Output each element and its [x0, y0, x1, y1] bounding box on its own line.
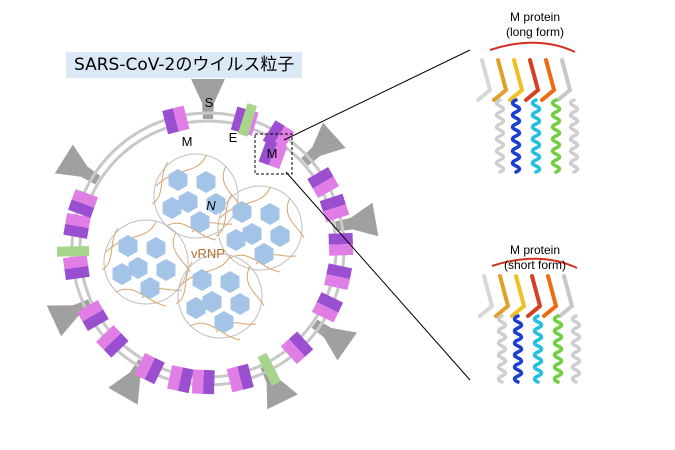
nucleocapsid-label: N: [206, 198, 216, 213]
nucleocapsid-protein: [230, 293, 250, 315]
long-form-title-line2: (long form): [505, 25, 564, 39]
m-protein: [67, 189, 99, 218]
nucleocapsid-protein: [186, 297, 206, 319]
zoom-box: [254, 133, 293, 175]
m-protein: [324, 263, 353, 290]
m-protein-long-structure: [476, 41, 580, 174]
nucleocapsid-protein: [128, 257, 148, 279]
long-form-title-line1: M protein: [509, 10, 561, 24]
membrane-label: M: [181, 134, 193, 149]
spike-proteins: [46, 79, 379, 410]
nucleocapsid-protein: [192, 269, 212, 291]
spike-protein: [191, 79, 225, 119]
m-protein: [63, 212, 91, 239]
m-protein: [167, 365, 194, 394]
nucleocapsid-protein: [202, 291, 222, 313]
vrnp-complexes: [101, 153, 305, 341]
e-protein: [257, 352, 282, 386]
m-protein: [191, 369, 215, 395]
nucleocapsid-protein: [220, 271, 240, 293]
nucleocapsid-protein: [214, 311, 234, 333]
m-protein: [307, 166, 340, 199]
spike-protein: [54, 144, 101, 185]
e-proteins: [56, 103, 282, 386]
connector-line-top: [283, 49, 471, 141]
long-form-title: M protein (long form): [490, 10, 580, 40]
m-protein: [162, 105, 190, 135]
vrnp-label: vRNP: [191, 246, 225, 261]
e-protein: [56, 246, 90, 257]
m-protein: [76, 299, 109, 332]
diagram-title: SARS-CoV-2のウイルス粒子: [66, 52, 303, 78]
vrnp-complex: [215, 185, 305, 273]
nucleocapsid-protein: [206, 193, 226, 215]
short-form-title-line1: M protein: [509, 243, 561, 257]
envelope-label: E: [228, 130, 238, 145]
nucleocapsid-protein: [196, 171, 216, 193]
short-form-title: M protein (short form): [487, 243, 583, 273]
m-protein-zoomed: [258, 138, 288, 170]
m-protein: [328, 232, 354, 256]
vrnp-complex: [101, 219, 191, 307]
nucleocapsid-protein: [112, 263, 132, 285]
nucleocapsid-protein: [270, 225, 290, 247]
nucleocapsid-protein: [242, 223, 262, 245]
spike-protein: [46, 299, 93, 337]
m-proteins: [62, 105, 354, 395]
connector-line-bottom: [285, 171, 471, 381]
membrane-zoom-label: M: [266, 146, 278, 161]
vrnp-complex: [175, 253, 265, 341]
nucleocapsid-protein: [178, 191, 198, 213]
m-protein: [280, 331, 314, 365]
spike-protein: [335, 202, 379, 237]
nucleocapsid-protein: [226, 229, 246, 251]
m-protein: [311, 292, 344, 323]
nucleocapsid-protein: [232, 201, 252, 223]
nucleocapsid-protein: [146, 237, 166, 259]
nucleocapsid-protein: [190, 211, 210, 233]
e-protein: [238, 103, 257, 137]
spike-protein: [311, 319, 358, 361]
nucleocapsid-protein: [118, 235, 138, 257]
nucleocapsid-protein: [156, 259, 176, 281]
nucleocapsid-protein: [140, 277, 160, 299]
nucleocapsid-protein: [168, 169, 188, 191]
m-protein: [134, 352, 165, 385]
m-protein-short-structure: [478, 257, 582, 384]
nucleocapsid-protein: [162, 197, 182, 219]
m-protein: [62, 254, 90, 281]
nucleocapsid-protein: [254, 243, 274, 265]
spike-protein: [301, 122, 346, 166]
vrnp-complex: [151, 153, 241, 241]
m-protein: [319, 193, 350, 223]
m-protein: [226, 363, 254, 393]
spike-label: S: [204, 95, 214, 110]
nucleocapsid-protein: [260, 203, 280, 225]
short-form-title-line2: (short form): [503, 258, 566, 272]
m-protein: [96, 325, 129, 358]
